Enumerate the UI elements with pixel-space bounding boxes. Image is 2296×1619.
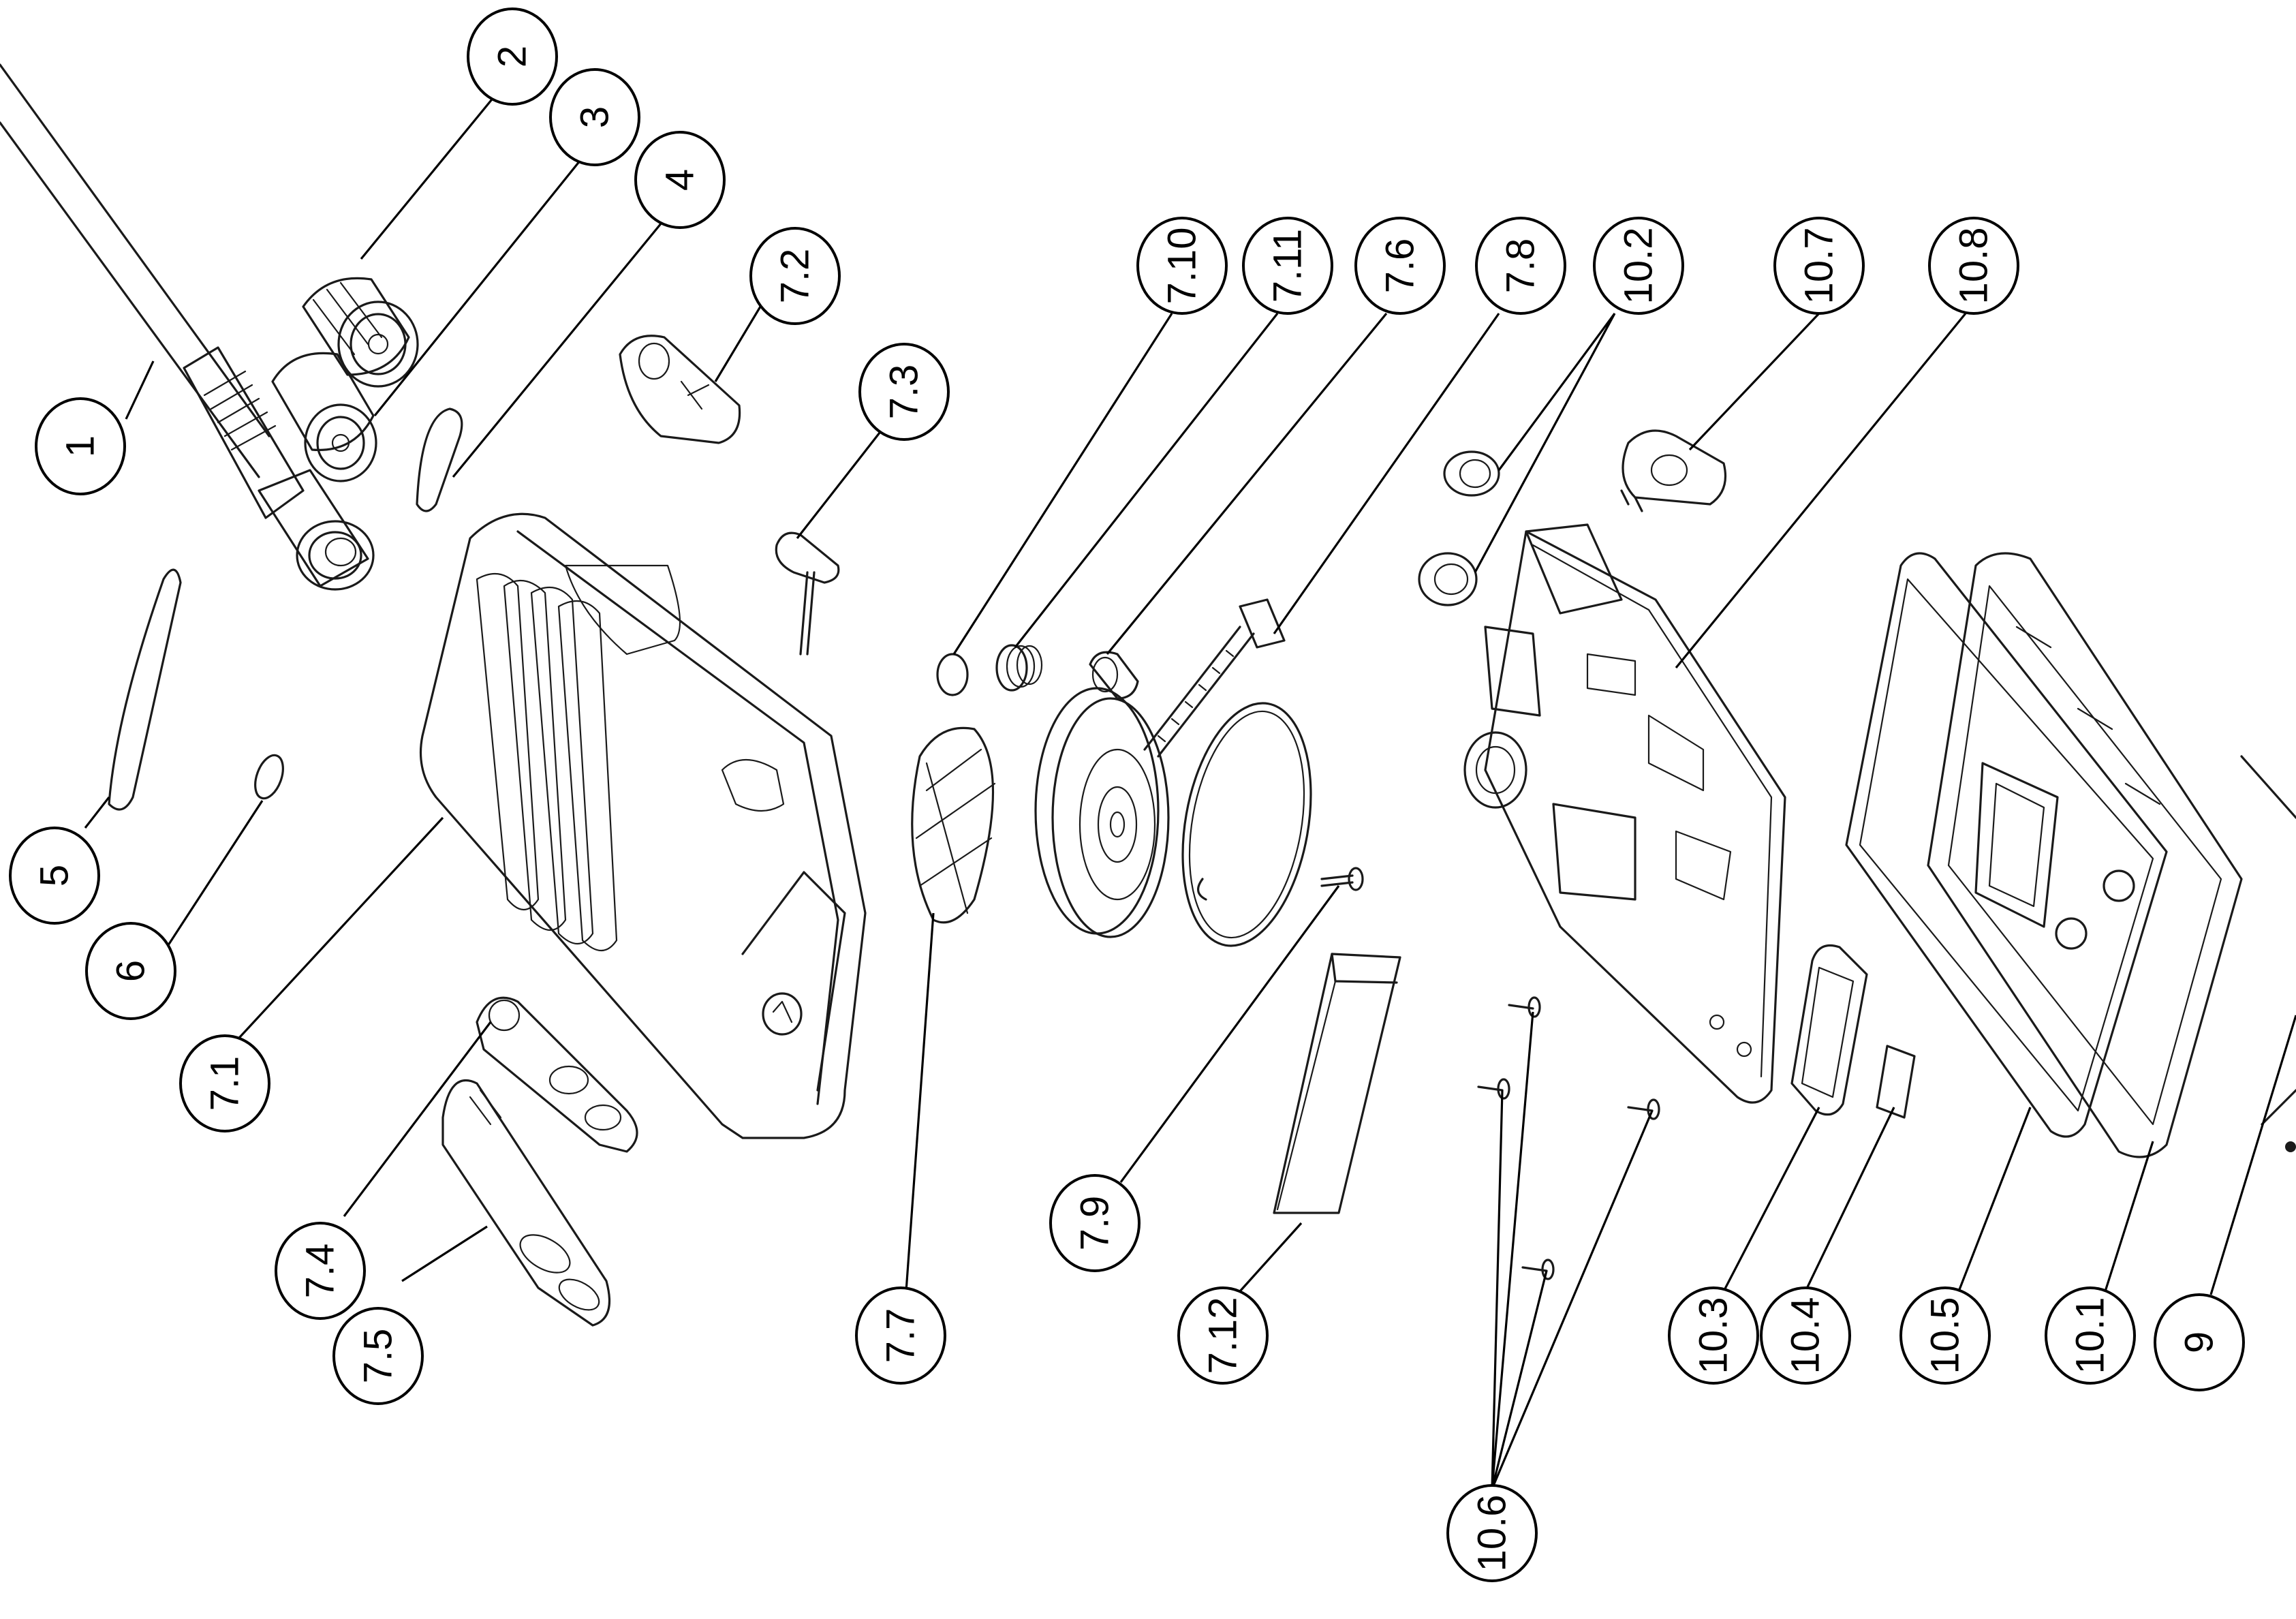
rings-10-2-drawing [1418,450,1500,606]
callout-bubbles: 1 2 3 4 5 6 7.1 7.2 [9,7,2245,1582]
callout-10-1: 10.1 [2045,1286,2136,1385]
grommet-7-11-drawing [995,644,1043,692]
side-key-7-4-drawing [476,996,638,1153]
callout-7-10: 7.10 [1136,217,1228,315]
pcb-10-8-drawing [1463,523,1786,1104]
callout-10-2: 10.2 [1593,217,1684,315]
callout-9-label: 9 [2177,1331,2222,1353]
callout-10-4-label: 10.4 [1784,1297,1828,1374]
chassis-10-1-drawing [1927,552,2243,1158]
antenna-drawing [0,63,375,591]
callout-7-7: 7.7 [855,1286,946,1385]
callout-2-label: 2 [491,46,535,67]
callout-7-1-label: 7.1 [203,1056,247,1111]
knob-2-drawing [302,277,419,388]
strip-5-drawing [108,568,182,811]
ptt-cap-7-2-drawing [619,335,741,444]
callout-7-4-label: 7.4 [298,1244,343,1299]
front-housing-drawing [419,512,867,1139]
callout-2: 2 [467,7,558,106]
callout-6: 6 [85,922,176,1020]
seal-10-3-drawing [1790,944,1868,1116]
lever-7-3-drawing [775,531,840,656]
callout-10-1-label: 10.1 [2068,1297,2113,1374]
callout-7-7-label: 7.7 [879,1308,923,1363]
callout-7-6: 7.6 [1354,217,1446,315]
callout-7-1: 7.1 [179,1034,270,1132]
callout-10-3: 10.3 [1668,1286,1759,1385]
screw-7-9-drawing [1320,867,1364,891]
callout-7-10-label: 7.10 [1160,228,1205,305]
mic-boot-7-6-drawing [1089,651,1139,700]
callout-3-label: 3 [573,106,617,128]
screws-10-6-drawing [1477,996,1660,1280]
callout-1-label: 1 [59,435,103,457]
callout-1: 1 [35,397,126,495]
callout-10-7-label: 10.7 [1797,228,1842,305]
callout-10-6: 10.6 [1446,1484,1538,1582]
callout-7-5: 7.5 [332,1307,424,1405]
callout-6-label: 6 [109,960,153,982]
callout-7-4: 7.4 [275,1222,366,1320]
knob-3-drawing [271,352,377,482]
leader-lines [84,87,2296,1490]
callout-10-7: 10.7 [1773,217,1865,315]
callout-7-9-label: 7.9 [1073,1196,1117,1251]
callout-7-11: 7.11 [1242,217,1333,315]
callout-7-3: 7.3 [858,343,950,441]
callout-7-9: 7.9 [1049,1174,1141,1272]
callout-7-5-label: 7.5 [356,1329,401,1384]
callout-7-6-label: 7.6 [1378,238,1423,294]
label-10-4-drawing [1876,1045,1916,1119]
disc-6-drawing [254,754,284,800]
callout-5-label: 5 [33,865,77,886]
callout-10-6-label: 10.6 [1470,1495,1515,1572]
flex-cable-7-8-drawing [1143,598,1286,758]
callout-5: 5 [9,827,100,925]
callout-3: 3 [549,68,640,166]
part-drawings [0,63,2296,1327]
callout-7-12-label: 7.12 [1201,1297,1245,1374]
gasket-frame-10-5-drawing [1845,552,2168,1138]
callout-7-8-label: 7.8 [1499,238,1543,294]
callout-4-label: 4 [658,169,702,191]
gasket-ring-drawing [1181,702,1312,947]
pin-4-drawing [416,407,463,512]
callout-9: 9 [2154,1293,2245,1391]
callout-10-2-label: 10.2 [1617,228,1661,305]
callout-10-8: 10.8 [1928,217,2019,315]
pad-7-12-drawing [1273,953,1401,1214]
callout-7-3-label: 7.3 [882,365,927,420]
side-keypad-7-5-drawing [441,1079,611,1327]
callout-10-3-label: 10.3 [1692,1297,1736,1374]
callout-4: 4 [634,131,726,229]
callout-7-11-label: 7.11 [1266,229,1310,303]
callout-10-4: 10.4 [1760,1286,1851,1385]
callout-7-2-label: 7.2 [773,249,818,304]
partial-part-9-drawing [2240,755,2296,1152]
connector-10-7-drawing [1620,429,1727,512]
callout-10-5-label: 10.5 [1923,1297,1968,1374]
disc-7-10-drawing [936,653,969,696]
callout-7-2: 7.2 [749,227,841,325]
speaker-drawing [1034,687,1170,938]
callout-10-8-label: 10.8 [1952,228,1996,305]
grille-7-7-drawing [911,726,996,924]
callout-7-12: 7.12 [1177,1286,1269,1385]
callout-7-8: 7.8 [1475,217,1566,315]
callout-10-5: 10.5 [1899,1286,1991,1385]
